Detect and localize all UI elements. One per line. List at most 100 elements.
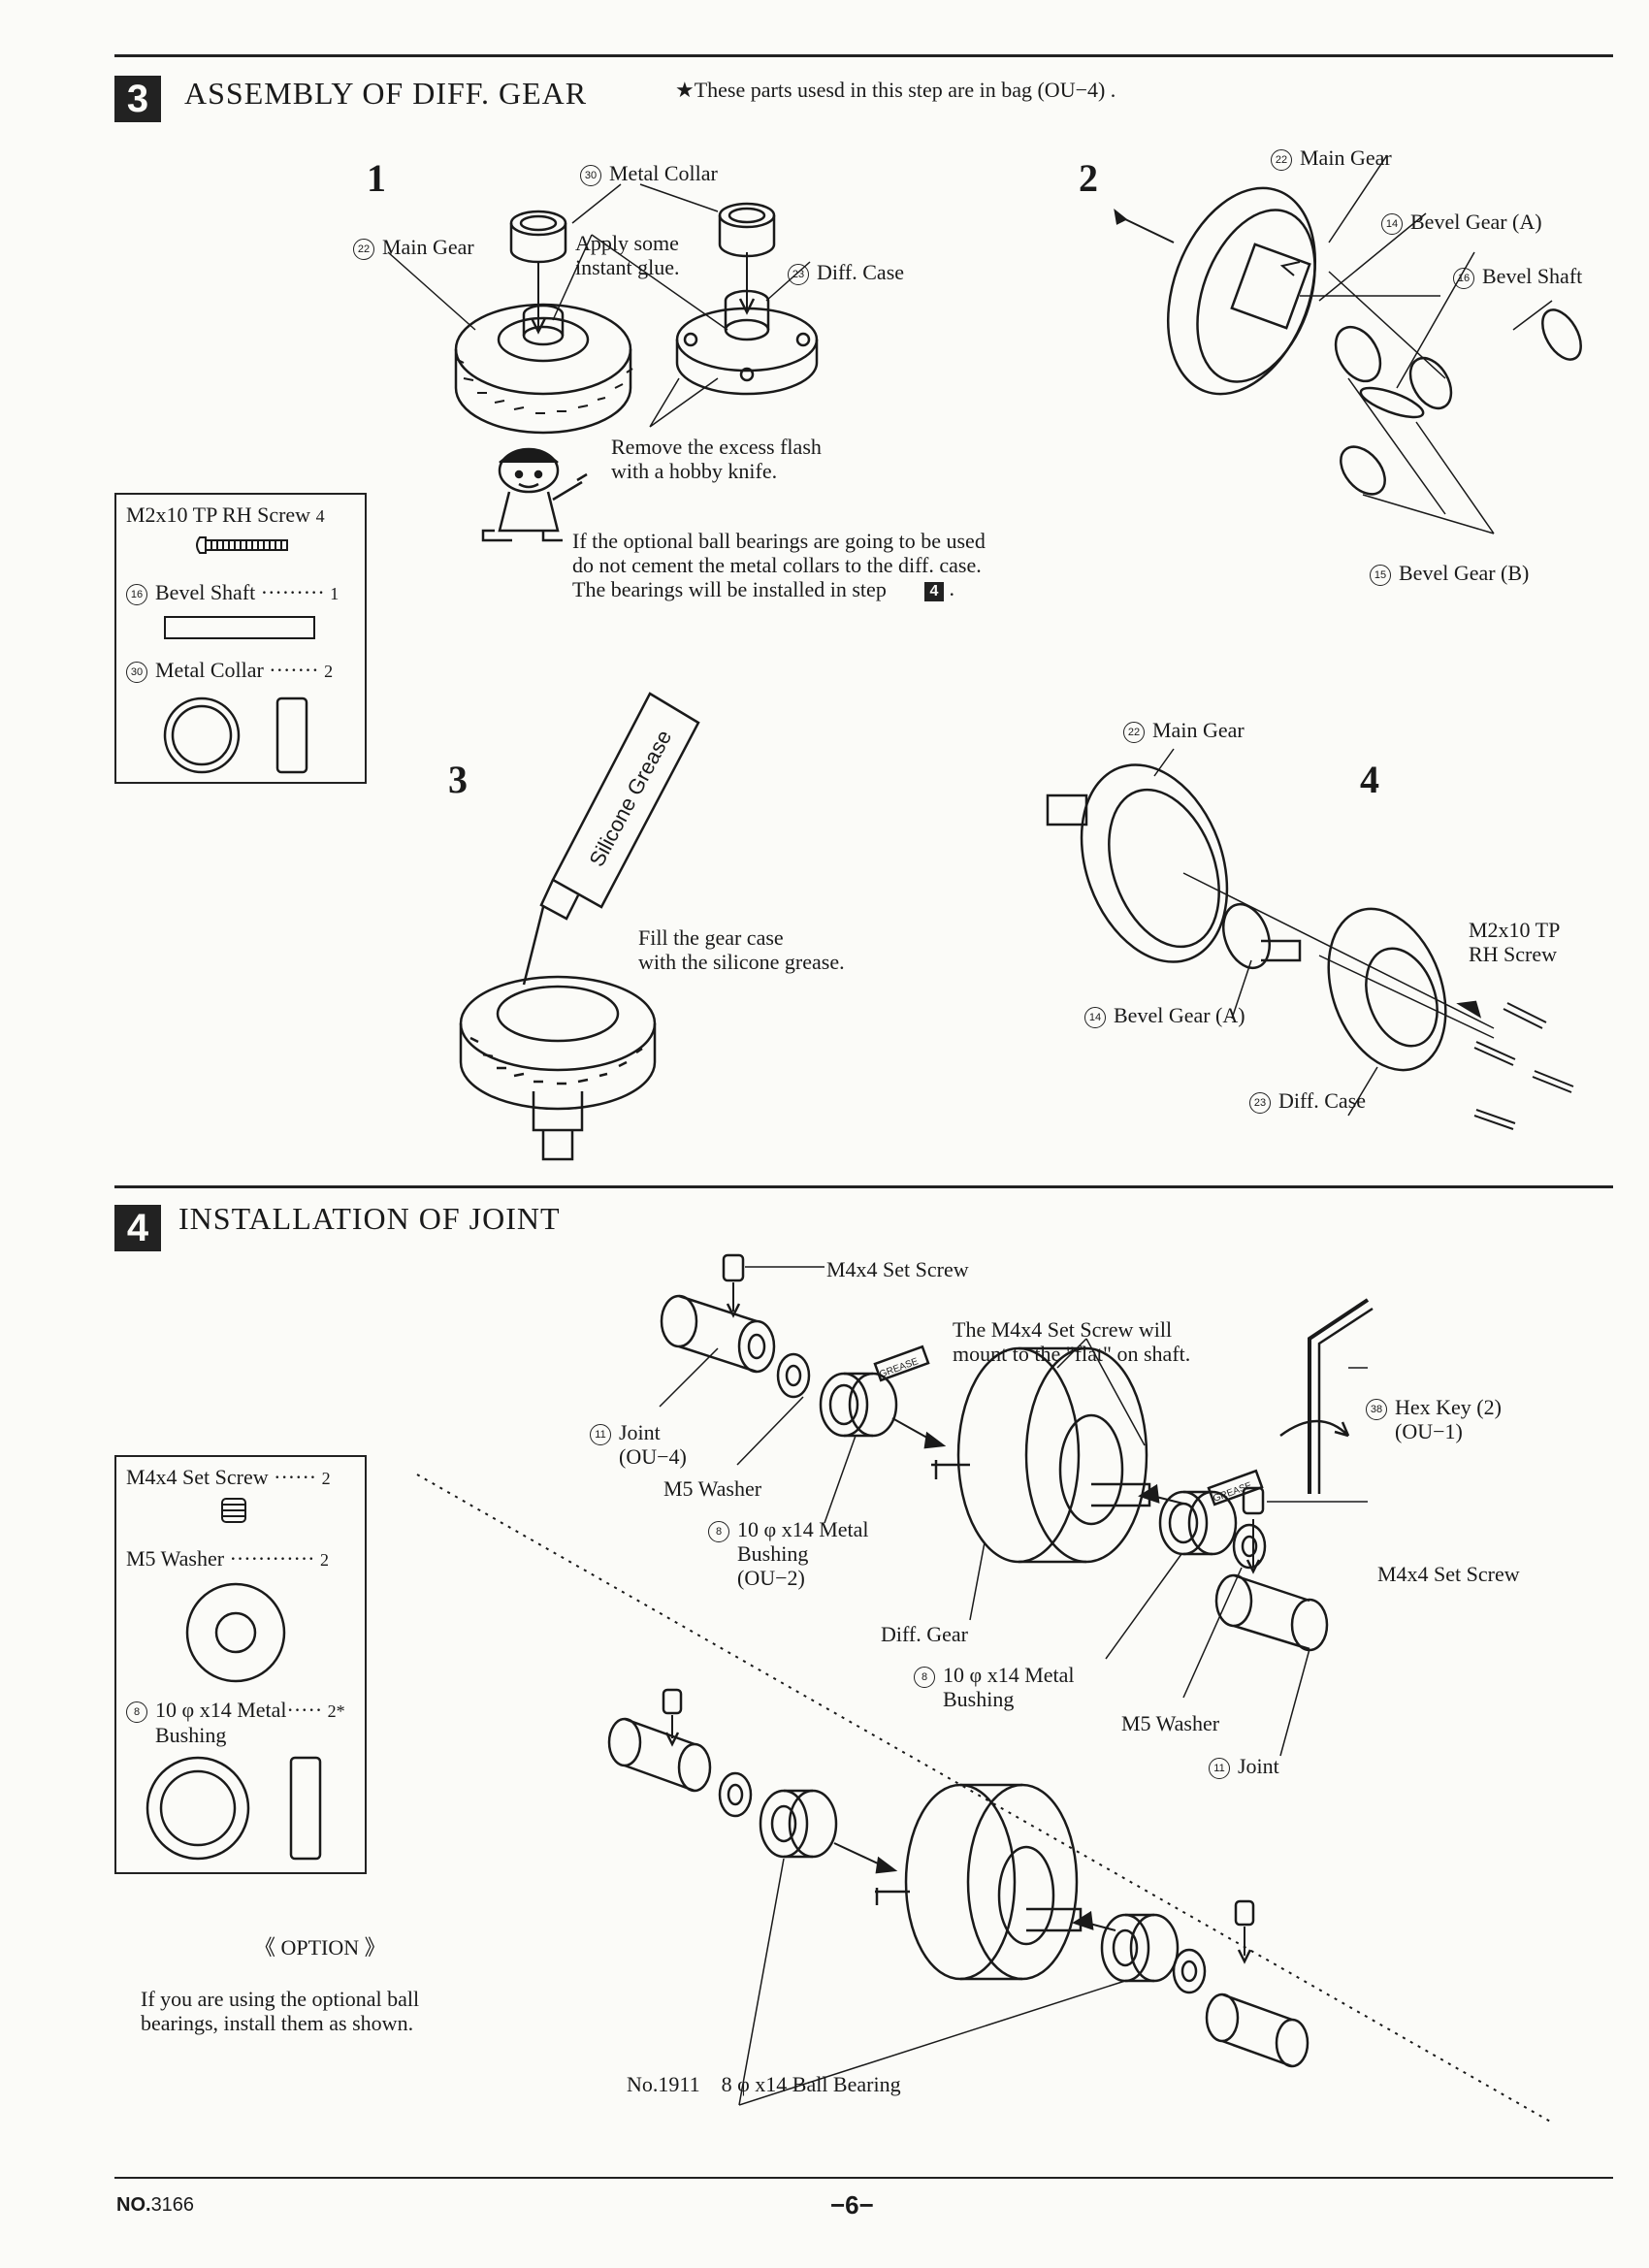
parts-bushing-label: 10 φ x14 Metal····· (155, 1698, 323, 1722)
bushing-right-callout: 8 10 φ x14 Metal Bushing (914, 1663, 1075, 1711)
bevel-a-label: Bevel Gear (A) (1410, 210, 1542, 234)
set-screw-icon (221, 1498, 246, 1523)
bearing-step-ref: 4 . (924, 576, 954, 601)
step1-illustration (387, 183, 819, 435)
parts-set-screw-qty: 2 (321, 1469, 331, 1488)
section-3-title: ASSEMBLY OF DIFF. GEAR (184, 76, 588, 111)
part-number-badge: 23 (1249, 1091, 1271, 1114)
diff-gear-label: Diff. Gear (881, 1622, 968, 1646)
parts-collar-qty: 2 (324, 662, 334, 681)
main-gear-label: Main Gear (1300, 146, 1392, 170)
parts-washer-label: M5 Washer ············ (126, 1546, 315, 1571)
bushing-left-label: 10 φ x14 Metal Bushing (OU−2) (737, 1517, 869, 1590)
step4-screw-label: M2x10 TP RH Screw (1469, 918, 1561, 966)
step4-main-gear-callout: 22 Main Gear (1123, 718, 1245, 743)
part-number-badge: 38 (1366, 1398, 1387, 1420)
joint-right-callout: 11 Joint (1209, 1754, 1279, 1779)
part-number-badge: 15 (1370, 564, 1391, 586)
section-3-number: 3 (114, 76, 161, 122)
step1-main-gear-callout: 22 Main Gear (353, 235, 474, 260)
part-number-badge: 30 (126, 661, 147, 683)
fill-note: Fill the gear case with the silicone gre… (638, 925, 845, 974)
hex-key-callout: 38 Hex Key (2) (OU−1) (1366, 1395, 1502, 1443)
metal-bushing-icon (146, 1756, 322, 1861)
step4-bevel-a-callout: 14 Bevel Gear (A) (1084, 1003, 1245, 1028)
option-title: 《 OPTION 》 (254, 1935, 386, 1960)
step4-diff-case-callout: 23 Diff. Case (1249, 1088, 1366, 1114)
section-4-number: 4 (114, 1205, 161, 1251)
parts-bushing-qty: 2* (327, 1701, 345, 1721)
step-4-number: 4 (1360, 758, 1379, 801)
bag-note: ★These parts usesd in this step are in b… (675, 78, 1116, 102)
bushing-right-label: 10 φ x14 Metal Bushing (943, 1663, 1075, 1711)
step-2-number: 2 (1079, 156, 1098, 200)
part-number-badge: 8 (708, 1520, 729, 1542)
bevel-shaft-label: Bevel Shaft (1482, 264, 1583, 288)
bevel-a-label: Bevel Gear (A) (1114, 1003, 1245, 1027)
model-no: 3166 (150, 2194, 195, 2216)
part-number-badge: 11 (1209, 1757, 1230, 1779)
hex-key-label: Hex Key (2) (OU−1) (1395, 1395, 1502, 1443)
diff-case-label: Diff. Case (817, 260, 905, 284)
screw-icon (196, 536, 288, 554)
top-rule (114, 54, 1613, 57)
joint-right-label: Joint (1238, 1754, 1279, 1778)
set-screw-right-label: M4x4 Set Screw (1377, 1562, 1520, 1586)
part-number-badge: 8 (914, 1666, 935, 1688)
set-screw-top-label: M4x4 Set Screw (826, 1257, 969, 1281)
diff-case-label: Diff. Case (1278, 1088, 1367, 1113)
section-divider (114, 1185, 1613, 1188)
step1-diff-case-callout: 23 Diff. Case (788, 260, 904, 285)
step-1-number: 1 (367, 156, 386, 200)
parts-bushing-label2: Bushing (155, 1723, 227, 1747)
metal-collar-label: Metal Collar (609, 161, 718, 185)
part-number-badge: 14 (1084, 1006, 1106, 1028)
parts-washer-row: M5 Washer ············ 2 (126, 1546, 329, 1571)
part-number-badge: 22 (1123, 721, 1145, 743)
bevel-shaft-icon (164, 616, 315, 639)
model-prefix: NO. (116, 2194, 151, 2216)
flash-note: Remove the excess flash with a hobby kni… (611, 435, 822, 483)
parts-collar-row: 30 Metal Collar ······· 2 (126, 658, 333, 683)
parts-screw-row: M2x10 TP RH Screw 4 (126, 502, 325, 528)
parts-screw-qty: 4 (315, 506, 325, 526)
washer-left-label: M5 Washer (663, 1476, 762, 1501)
part-number-badge: 23 (788, 263, 809, 285)
parts-screw-label: M2x10 TP RH Screw (126, 502, 311, 527)
bushing-left-callout: 8 10 φ x14 Metal Bushing (OU−2) (708, 1517, 869, 1590)
section-4-title: INSTALLATION OF JOINT (178, 1201, 561, 1236)
part-number-badge: 8 (126, 1701, 147, 1723)
footer-rule (114, 2177, 1613, 2179)
parts-bushing-row: 8 10 φ x14 Metal····· 2* (126, 1698, 345, 1723)
parts-set-screw-row: M4x4 Set Screw ······ 2 (126, 1465, 331, 1490)
part-number-badge: 14 (1381, 212, 1403, 235)
step3-illustration: Silicone Grease (459, 692, 700, 1161)
parts-shaft-qty: 1 (330, 584, 340, 603)
option-note: If you are using the optional ball beari… (141, 1987, 420, 2035)
part-number-badge: 22 (353, 238, 374, 260)
main-gear-label: Main Gear (1152, 718, 1245, 742)
tube-label: Silicone Grease (584, 726, 676, 870)
joint-installation-illustration: GREASE GREASE (659, 1253, 1374, 1757)
parts-collar-label: Metal Collar ······· (155, 658, 319, 682)
bearing-note-text: If the optional ball bearings are going … (572, 529, 986, 601)
main-gear-label: Main Gear (382, 235, 474, 259)
step4-illustration (1046, 748, 1574, 1130)
option-bearing-illustration (607, 1688, 1310, 2106)
parts-shaft-label: Bevel Shaft ········· (155, 580, 325, 604)
parts-set-screw-label: M4x4 Set Screw ······ (126, 1465, 317, 1489)
bearing-note: If the optional ball bearings are going … (572, 529, 986, 601)
parts-washer-qty: 2 (320, 1550, 329, 1570)
mascot-figure (481, 447, 588, 542)
joint-left-label: Joint (OU−4) (619, 1420, 687, 1469)
flat-note: The M4x4 Set Screw will mount to the "fl… (953, 1317, 1191, 1366)
m5-washer-icon (185, 1582, 286, 1683)
model-number: NO.3166 (116, 2194, 194, 2217)
section4-parts-box: M4x4 Set Screw ······ 2 M5 Washer ······… (114, 1455, 367, 1874)
step-3-number: 3 (448, 758, 468, 801)
